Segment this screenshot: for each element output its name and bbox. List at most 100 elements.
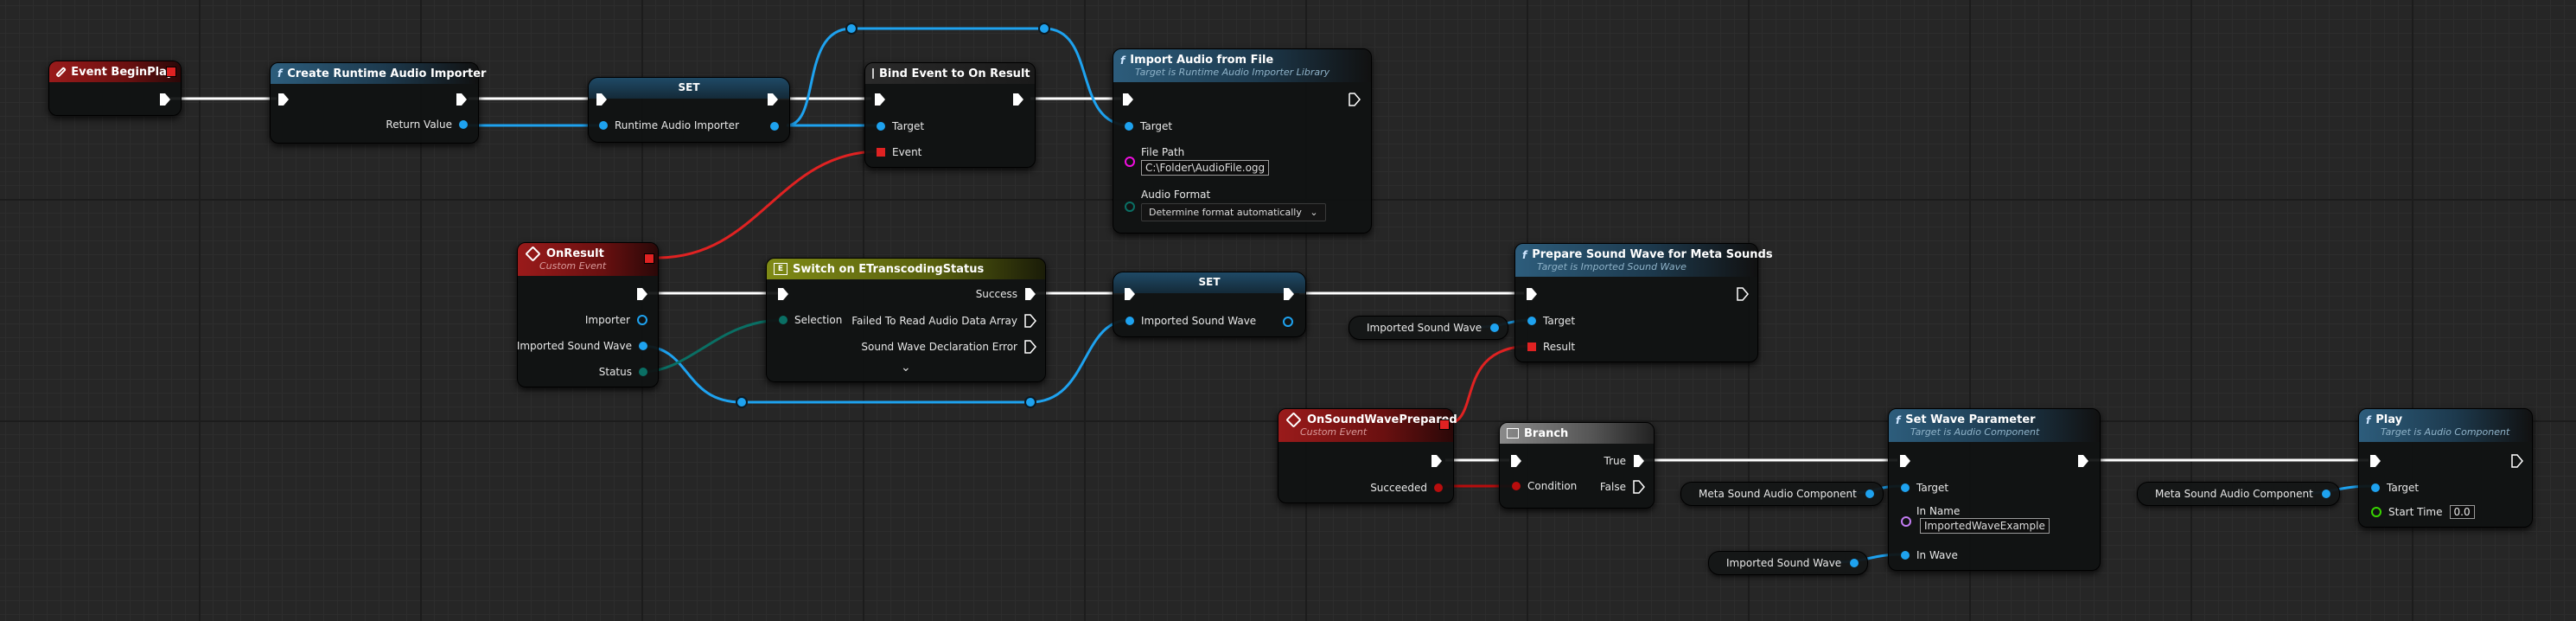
exec-out-pin[interactable] — [1024, 340, 1036, 354]
pin-label: Status — [598, 366, 632, 378]
object-in-pin[interactable] — [877, 122, 885, 131]
object-out-pin[interactable] — [639, 342, 647, 350]
start-time-pin-row: Start Time 0.0 — [2371, 505, 2475, 519]
set-wave-node[interactable]: SET Imported Sound Wave — [1113, 272, 1306, 337]
delegate-wire — [1445, 344, 1533, 426]
bind-event-node[interactable]: Bind Event to On Result Target Event — [864, 62, 1036, 168]
import-audio-node[interactable]: f Import Audio from File Target is Runti… — [1113, 48, 1372, 234]
node-title: Event BeginPlay — [71, 65, 174, 79]
object-out-pin[interactable] — [1865, 490, 1874, 498]
delegate-in-pin[interactable] — [1527, 343, 1536, 351]
pin-label: Target — [1543, 315, 1576, 327]
node-subtitle: Target is Audio Component — [1910, 426, 2040, 438]
object-out-pin[interactable] — [1850, 559, 1859, 567]
audio-format-dropdown[interactable]: Determine format automatically ⌄ — [1141, 203, 1326, 221]
object-in-pin[interactable] — [1125, 317, 1134, 325]
enum-wire — [641, 318, 784, 374]
in-wave-pin-row: In Wave — [1901, 549, 1958, 561]
object-out-pin[interactable] — [1283, 317, 1293, 327]
pin-label: Runtime Audio Importer — [615, 119, 739, 131]
event-icon — [55, 66, 67, 78]
pin-label: Importer — [584, 314, 630, 326]
event-delegate-pin[interactable] — [644, 253, 654, 264]
node-title: Branch — [1524, 426, 1569, 440]
chevron-down-icon[interactable]: ⌄ — [901, 361, 911, 375]
imported-sound-wave-getter[interactable]: Imported Sound Wave — [1708, 551, 1869, 575]
function-icon: f — [277, 67, 283, 80]
object-out-pin[interactable] — [770, 122, 779, 131]
enum-in-pin[interactable] — [1125, 202, 1135, 212]
object-in-pin[interactable] — [1901, 483, 1910, 492]
play-node[interactable]: f Play Target is Audio Component Target … — [2358, 408, 2533, 528]
node-title: OnResult — [546, 247, 604, 260]
meta-sound-audio-component-getter[interactable]: Meta Sound Audio Component — [1680, 482, 1884, 506]
enum-in-pin[interactable] — [779, 316, 787, 324]
enum-out-pin[interactable] — [639, 368, 647, 376]
start-time-input[interactable]: 0.0 — [2449, 505, 2475, 519]
exec-out-pin[interactable] — [1024, 287, 1036, 301]
exec-out-pin[interactable] — [1633, 480, 1645, 494]
exec-out-pin[interactable] — [1633, 454, 1645, 468]
meta-sound-audio-component-getter[interactable]: Meta Sound Audio Component — [2137, 482, 2340, 506]
object-in-pin[interactable] — [1901, 551, 1910, 560]
node-title: Import Audio from File — [1130, 54, 1274, 67]
name-in-pin[interactable] — [1901, 516, 1911, 527]
target-pin-row: Target — [877, 120, 924, 132]
true-pin-row: True — [1604, 454, 1646, 468]
function-icon: f — [2366, 413, 2371, 426]
pin-label: Target — [1140, 120, 1173, 132]
on-sound-wave-prepared-node[interactable]: OnSoundWavePrepared Custom Event Succeed… — [1278, 408, 1457, 503]
reroute-knot — [1024, 396, 1036, 408]
float-in-pin[interactable] — [2371, 507, 2382, 517]
pin-label: Sound Wave Declaration Error — [861, 341, 1017, 353]
bind-icon — [872, 68, 874, 79]
failed-pin-row: Failed To Read Audio Data Array — [851, 314, 1036, 328]
event-begin-play-node[interactable]: Event BeginPlay — [48, 61, 182, 116]
getter-label: Meta Sound Audio Component — [1699, 488, 1857, 500]
set-wave-parameter-node[interactable]: f Set Wave Parameter Target is Audio Com… — [1888, 408, 2101, 571]
exec-out-pin[interactable] — [1024, 314, 1036, 328]
node-title: OnSoundWavePrepared — [1307, 413, 1457, 426]
object-out-pin[interactable] — [1490, 323, 1500, 332]
object-out-pin[interactable] — [2321, 490, 2331, 498]
object-in-pin[interactable] — [1125, 122, 1133, 131]
pin-label: Result — [1543, 341, 1576, 353]
create-importer-node[interactable]: f Create Runtime Audio Importer Return V… — [270, 62, 486, 144]
bool-out-pin[interactable] — [1434, 483, 1443, 492]
pin-label: Target — [1916, 482, 1949, 494]
succeeded-pin-row: Succeeded — [1370, 482, 1443, 494]
string-in-pin[interactable] — [1125, 157, 1135, 167]
pin-label: Failed To Read Audio Data Array — [851, 315, 1017, 327]
imported-wave-out-pin-row: Imported Sound Wave — [517, 340, 647, 352]
importer-in-pin-row: Runtime Audio Importer — [599, 119, 739, 131]
file-path-input[interactable]: C:\Folder\AudioFile.ogg — [1141, 160, 1270, 176]
pin-label: True — [1604, 455, 1627, 467]
node-title: Set Wave Parameter — [1905, 413, 2036, 426]
audio-format-label: Audio Format — [1141, 189, 1211, 201]
object-out-pin[interactable] — [459, 120, 468, 129]
return-value-pin-row: Return Value — [386, 118, 468, 131]
object-in-pin[interactable] — [1527, 317, 1536, 325]
object-in-pin[interactable] — [2371, 483, 2380, 492]
pin-label: Target — [2387, 482, 2420, 494]
node-subtitle: Custom Event — [539, 260, 607, 272]
set-importer-node[interactable]: SET Runtime Audio Importer — [588, 77, 790, 143]
delegate-in-pin[interactable] — [877, 148, 885, 157]
event-delegate-pin[interactable] — [1439, 419, 1450, 430]
node-title: Prepare Sound Wave for Meta Sounds — [1532, 248, 1773, 261]
on-result-event-node[interactable]: OnResult Custom Event Importer Imported … — [517, 242, 659, 387]
branch-node[interactable]: Branch Condition True False — [1499, 422, 1655, 509]
event-pin-row: Event — [877, 146, 921, 158]
bool-in-pin[interactable] — [1512, 482, 1521, 490]
prepare-wave-node[interactable]: f Prepare Sound Wave for Meta Sounds Tar… — [1514, 243, 1773, 362]
target-pin-row: Target — [2371, 482, 2419, 494]
object-in-pin[interactable] — [599, 121, 608, 130]
node-title: Play — [2375, 413, 2403, 426]
imported-sound-wave-getter[interactable]: Imported Sound Wave — [1349, 316, 1509, 340]
pin-label: In Wave — [1916, 549, 1958, 561]
event-delegate-pin[interactable] — [166, 67, 176, 77]
object-out-pin[interactable] — [637, 315, 647, 325]
pin-label: Selection — [794, 314, 843, 326]
in-name-input[interactable]: ImportedWaveExample — [1920, 518, 2050, 534]
switch-node[interactable]: E Switch on ETranscodingStatus Selection… — [766, 258, 1046, 382]
